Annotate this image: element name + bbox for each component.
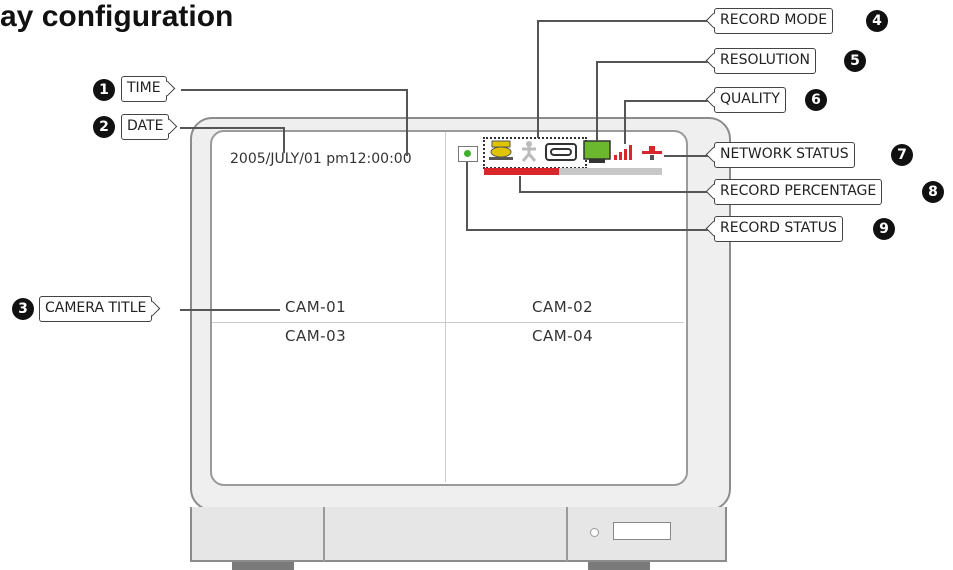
callout-date-label: DATE	[121, 114, 170, 140]
schedule-record-icon	[545, 143, 577, 161]
base-divider	[566, 507, 568, 562]
leader-line	[283, 127, 285, 153]
callout-camera-title-label: CAMERA TITLE	[39, 296, 153, 322]
callout-number: 9	[873, 218, 895, 240]
leader-line	[624, 100, 626, 144]
callout-number: 3	[12, 298, 34, 320]
callout-number: 1	[93, 79, 115, 101]
motion-record-icon	[521, 141, 537, 162]
leader-line	[664, 155, 712, 157]
quad-divider-vertical	[445, 132, 446, 482]
monitor-foot	[232, 562, 294, 570]
leader-line	[519, 191, 712, 193]
camera-record-icon	[489, 140, 513, 160]
leader-line	[537, 20, 539, 138]
callout-number: 6	[805, 89, 827, 111]
page-heading: ay configuration	[0, 0, 234, 33]
callout-number: 5	[844, 50, 866, 72]
leader-line	[466, 229, 712, 231]
camera-title: CAM-02	[532, 298, 594, 316]
power-led-icon	[590, 528, 599, 537]
network-plug-icon	[642, 146, 662, 160]
quality-bars-icon	[614, 145, 632, 160]
datetime-display: 2005/JULY/01 pm12:00:00	[230, 151, 412, 167]
callout-record-mode-label: RECORD MODE	[714, 8, 834, 34]
monitor-foot	[588, 562, 650, 570]
leader-line	[596, 61, 598, 141]
leader-line	[181, 89, 407, 91]
camera-title: CAM-04	[532, 327, 594, 345]
callout-resolution-label: RESOLUTION	[714, 48, 817, 74]
callout-number: 8	[922, 181, 944, 203]
callout-network-status-label: NETWORK STATUS	[714, 142, 855, 168]
camera-title: CAM-01	[285, 298, 347, 316]
record-status-icon	[458, 146, 478, 162]
quad-divider-horizontal	[212, 322, 684, 323]
leader-line	[537, 20, 712, 22]
callout-number: 2	[93, 116, 115, 138]
callout-number: 7	[891, 144, 913, 166]
leader-line	[624, 100, 712, 102]
callout-record-status-label: RECORD STATUS	[714, 216, 843, 242]
callout-number: 4	[866, 10, 888, 32]
drive-slot	[613, 522, 671, 540]
leader-line	[466, 162, 468, 230]
leader-line	[519, 176, 521, 192]
leader-line	[406, 89, 408, 156]
leader-line	[180, 127, 284, 129]
callout-quality-label: QUALITY	[714, 87, 786, 113]
callout-time-label: TIME	[121, 76, 167, 102]
record-percentage-track	[484, 168, 662, 175]
leader-line	[596, 61, 712, 63]
resolution-monitor-icon	[583, 140, 611, 163]
record-dot	[464, 150, 471, 157]
callout-record-percentage-label: RECORD PERCENTAGE	[714, 179, 883, 205]
camera-title: CAM-03	[285, 327, 347, 345]
leader-line	[180, 309, 280, 311]
monitor-screen	[210, 130, 688, 486]
record-percentage-fill	[484, 168, 559, 175]
base-divider	[323, 507, 325, 562]
